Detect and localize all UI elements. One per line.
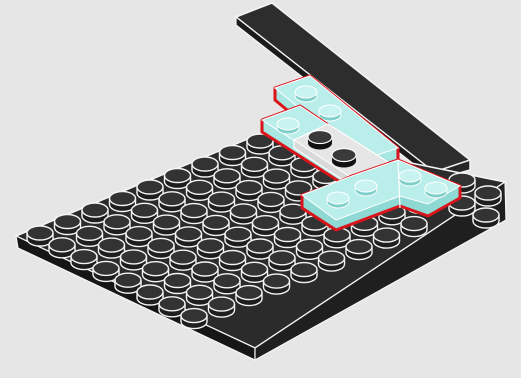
grey-stud-2 — [332, 149, 356, 168]
base-stud — [291, 263, 317, 283]
grey-stud-1 — [308, 131, 332, 150]
base-stud — [236, 286, 262, 306]
base-stud — [475, 186, 501, 206]
base-stud — [319, 251, 345, 271]
base-stud — [346, 240, 372, 260]
base-stud — [473, 208, 499, 228]
base-stud — [181, 309, 207, 329]
base-stud — [401, 217, 427, 237]
base-plate — [16, 133, 506, 360]
base-stud — [264, 274, 290, 294]
base-stud — [374, 228, 400, 248]
base-stud — [209, 297, 235, 317]
